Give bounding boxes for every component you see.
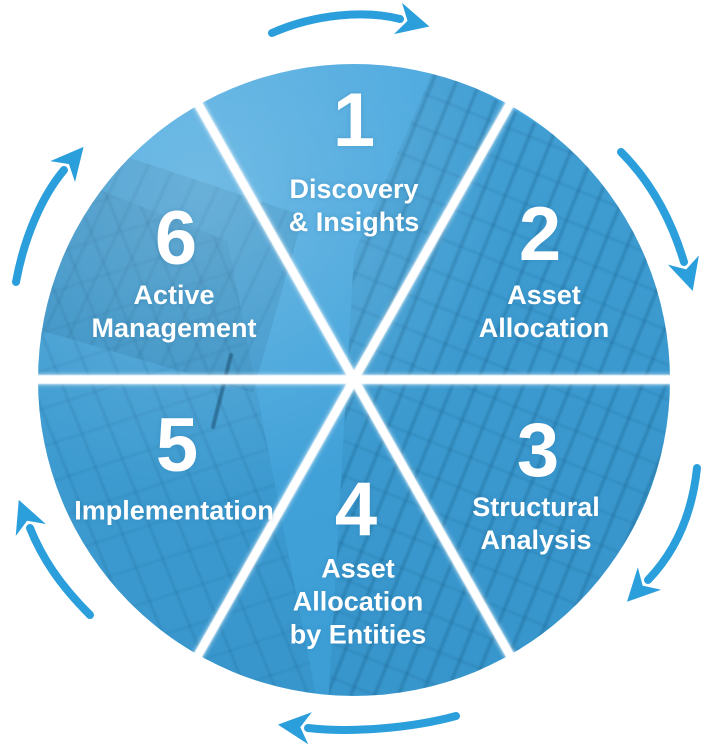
segment-number: 2 [518, 192, 562, 277]
segment-label-line: Allocation [478, 313, 610, 343]
segment-label-line: Asset [321, 553, 395, 584]
segment-label-line: Allocation [292, 586, 424, 617]
segment-number: 3 [516, 408, 560, 493]
segment-label: Asset Allocation by Entities [290, 553, 427, 652]
segment-label: Active Management [91, 279, 256, 345]
segment-label-line: Structural [472, 492, 600, 522]
segment-label-line: Asset [507, 280, 581, 310]
segment-label-line: Discovery [289, 174, 419, 204]
segment-label-line: Implementation [74, 495, 274, 526]
segment-label-line: & Insights [288, 207, 420, 237]
segment-label-line: by Entities [289, 619, 427, 650]
segment-label-line: Analysis [480, 525, 592, 555]
segment-number: 1 [332, 78, 376, 163]
segment-label: Implementation [74, 495, 274, 528]
segment-label: Asset Allocation [479, 279, 610, 345]
segment-number: 6 [154, 196, 198, 281]
arrow-top-icon [268, 2, 430, 37]
segment-label: Structural Analysis [472, 491, 600, 557]
segment-number: 4 [334, 467, 378, 552]
segment-label: Discovery & Insights [289, 173, 420, 239]
segment-label-line: Active [133, 280, 215, 310]
segment-label-line: Management [91, 313, 257, 343]
circle-photo-background [38, 64, 670, 696]
arrow-bottom-icon [277, 712, 460, 745]
segment-number: 5 [155, 403, 199, 488]
